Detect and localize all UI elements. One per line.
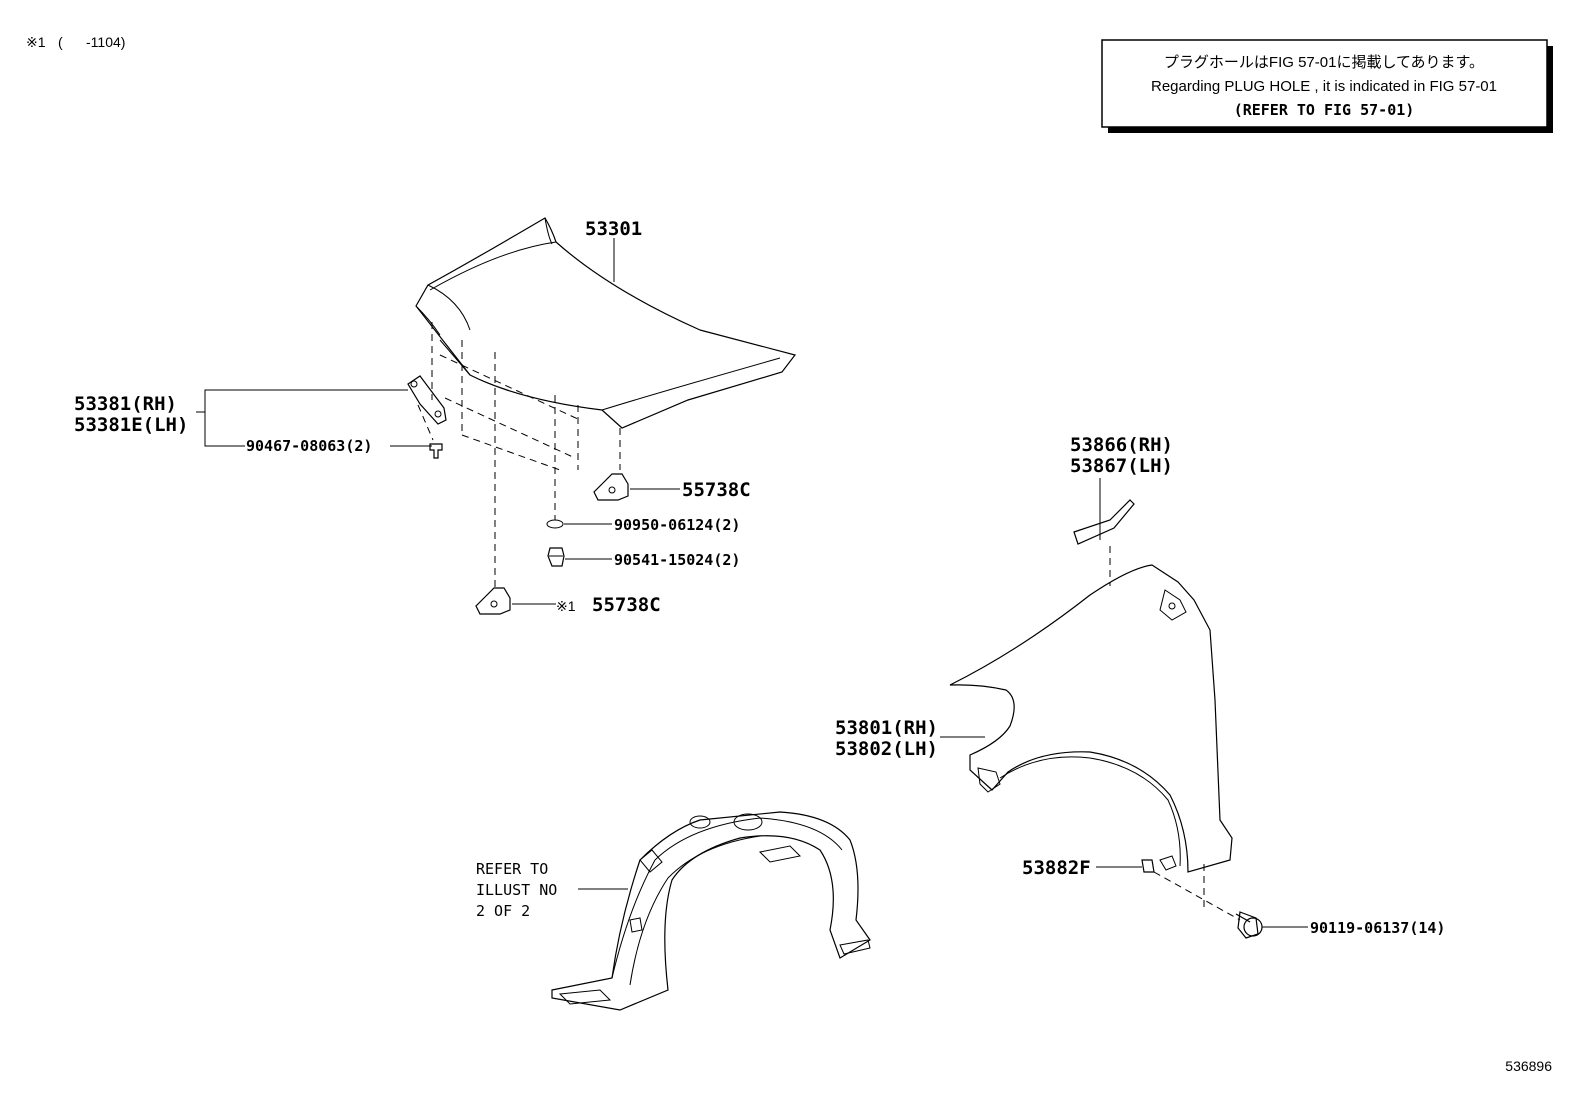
hood-hinge-drawing xyxy=(407,375,447,441)
liner-note-line2: ILLUST NO xyxy=(476,881,557,899)
note-box: プラグホールはFIG 57-01に掲載してあります。 Regarding PLU… xyxy=(1101,39,1553,133)
hinge-bolt-label: 90467-08063(2) xyxy=(246,437,372,455)
fender-lh-label: 53802(LH) xyxy=(835,738,938,760)
fender-bolt-label: 90119-06137(14) xyxy=(1310,919,1445,937)
fender-liner-drawing xyxy=(551,811,871,1011)
washer-drawing xyxy=(546,519,564,529)
footnote-range: ( -1104) xyxy=(58,34,125,50)
fender-rh-label: 53801(RH) xyxy=(835,717,938,739)
clip-dashed-guide xyxy=(1153,871,1241,921)
footnote-mark: ※1 xyxy=(26,34,46,50)
fender-drawing xyxy=(949,564,1233,873)
retainer-bottom-drawing xyxy=(475,587,511,615)
seal-lh-label: 53867(LH) xyxy=(1070,455,1173,477)
retainer-bottom-label: 55738C xyxy=(592,594,661,616)
retainer-bottom-mark: ※1 xyxy=(556,598,576,614)
liner-note-line3: 2 OF 2 xyxy=(476,902,530,920)
fender-seal-drawing xyxy=(1073,499,1135,545)
diagram-id: 536896 xyxy=(1505,1058,1552,1074)
hood-drawing xyxy=(415,217,797,429)
cushion-drawing xyxy=(547,547,565,567)
retainer-top-label: 55738C xyxy=(682,479,751,501)
seal-rh-label: 53866(RH) xyxy=(1070,434,1173,456)
cushion-label: 90541-15024(2) xyxy=(614,551,740,569)
retainer-top-drawing xyxy=(593,473,629,501)
hinge-leaders xyxy=(196,389,432,447)
fender-clip-drawing xyxy=(1141,859,1155,873)
fender-clip-label: 53882F xyxy=(1022,857,1091,879)
fender-bolt-drawing xyxy=(1235,911,1263,939)
note-line-ref: (REFER TO FIG 57-01) xyxy=(1234,101,1415,119)
hinge-bolt-drawing xyxy=(429,443,443,459)
hinge-lh-label: 53381E(LH) xyxy=(74,414,188,436)
liner-note-line1: REFER TO xyxy=(476,860,548,878)
hinge-rh-label: 53381(RH) xyxy=(74,393,177,415)
hood-dashed-guides xyxy=(431,322,621,590)
note-line-jp: プラグホールはFIG 57-01に掲載してあります。 xyxy=(1164,54,1484,71)
washer-label: 90950-06124(2) xyxy=(614,516,740,534)
hood-label: 53301 xyxy=(585,218,642,240)
note-line-en: Regarding PLUG HOLE , it is indicated in… xyxy=(1151,78,1497,95)
